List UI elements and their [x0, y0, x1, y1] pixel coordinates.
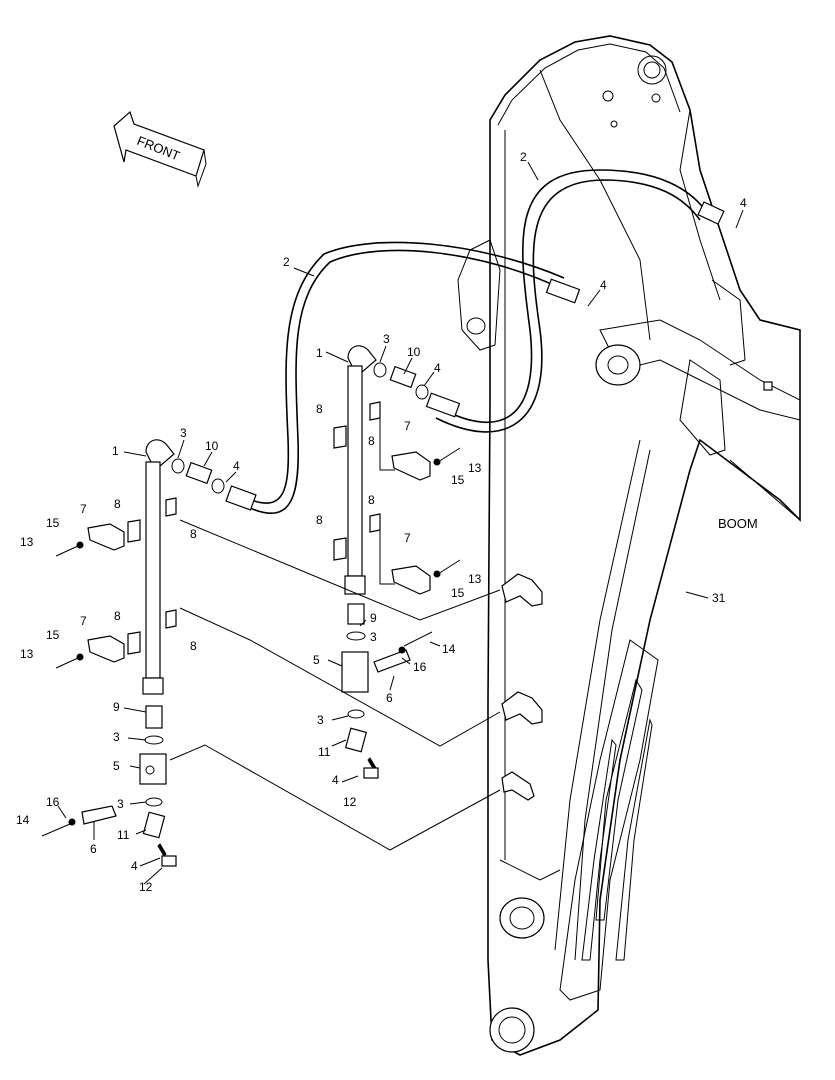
label-15-left-b: 15: [46, 628, 60, 642]
label-3-left-mid: 3: [113, 730, 120, 744]
label-10-right: 10: [407, 345, 421, 359]
label-1-left: 1: [112, 444, 119, 458]
boom-structure: [457, 35, 801, 1056]
phantom-reference-lines: [169, 418, 501, 851]
label-8-right-a: 8: [316, 402, 323, 416]
label-31: 31: [712, 591, 726, 605]
hose-assemblies: [225, 169, 725, 514]
label-16-right: 16: [413, 660, 427, 674]
leader-lines: [57, 161, 744, 885]
label-3-right-top: 3: [383, 332, 390, 346]
label-4-left-low: 4: [131, 859, 138, 873]
label-8-left-b: 8: [190, 527, 197, 541]
label-13-left-a: 13: [20, 535, 34, 549]
label-4-hose-top: 4: [740, 196, 747, 210]
callout-labels: BOOM 31 1 3 10 4 2 2 4 4 8 8 7 13 15 8 8…: [16, 150, 758, 894]
label-5-right: 5: [313, 653, 320, 667]
label-4-right: 4: [434, 361, 441, 375]
label-4-right-low: 4: [332, 773, 339, 787]
label-6-right: 6: [386, 691, 393, 705]
label-boom: BOOM: [718, 516, 758, 531]
label-8-left-a: 8: [114, 497, 121, 511]
label-11-right: 11: [318, 745, 331, 759]
label-7-left-a: 7: [80, 502, 87, 516]
label-13-right-a: 13: [468, 461, 482, 475]
pipe-assembly-left: [41, 439, 225, 867]
label-5-left: 5: [113, 759, 120, 773]
label-8-left-d: 8: [190, 639, 197, 653]
label-3-right-mid: 3: [370, 630, 377, 644]
label-6-left: 6: [90, 842, 97, 856]
label-8-right-b: 8: [368, 434, 375, 448]
label-7-right-b: 7: [404, 531, 411, 545]
label-15-right-a: 15: [451, 473, 465, 487]
label-8-right-d: 8: [316, 513, 323, 527]
label-13-left-b: 13: [20, 647, 34, 661]
label-9-left: 9: [113, 700, 120, 714]
pipe-assembly-right: [333, 345, 543, 801]
label-15-right-b: 15: [451, 586, 465, 600]
label-12-left: 12: [139, 880, 153, 894]
label-10-left: 10: [205, 439, 219, 453]
label-16-left: 16: [46, 795, 60, 809]
label-3-right-low: 3: [317, 713, 324, 727]
label-1-right: 1: [316, 346, 323, 360]
label-8-right-c: 8: [368, 493, 375, 507]
label-7-left-b: 7: [80, 614, 87, 628]
label-3-left-top: 3: [180, 426, 187, 440]
label-14-right: 14: [442, 642, 456, 656]
label-4-hose-mid: 4: [600, 278, 607, 292]
label-11-left: 11: [117, 828, 130, 842]
label-9-right: 9: [370, 611, 377, 625]
front-direction-arrow: FRONT: [113, 110, 207, 188]
label-7-right-a: 7: [404, 419, 411, 433]
label-8-left-c: 8: [114, 609, 121, 623]
label-4-left: 4: [233, 459, 240, 473]
label-14-left: 14: [16, 813, 30, 827]
label-15-left-a: 15: [46, 516, 60, 530]
label-13-right-b: 13: [468, 572, 482, 586]
label-2-right: 2: [520, 150, 527, 164]
label-3-left-low: 3: [117, 797, 124, 811]
label-2-center: 2: [283, 255, 290, 269]
label-12-right: 12: [343, 795, 357, 809]
